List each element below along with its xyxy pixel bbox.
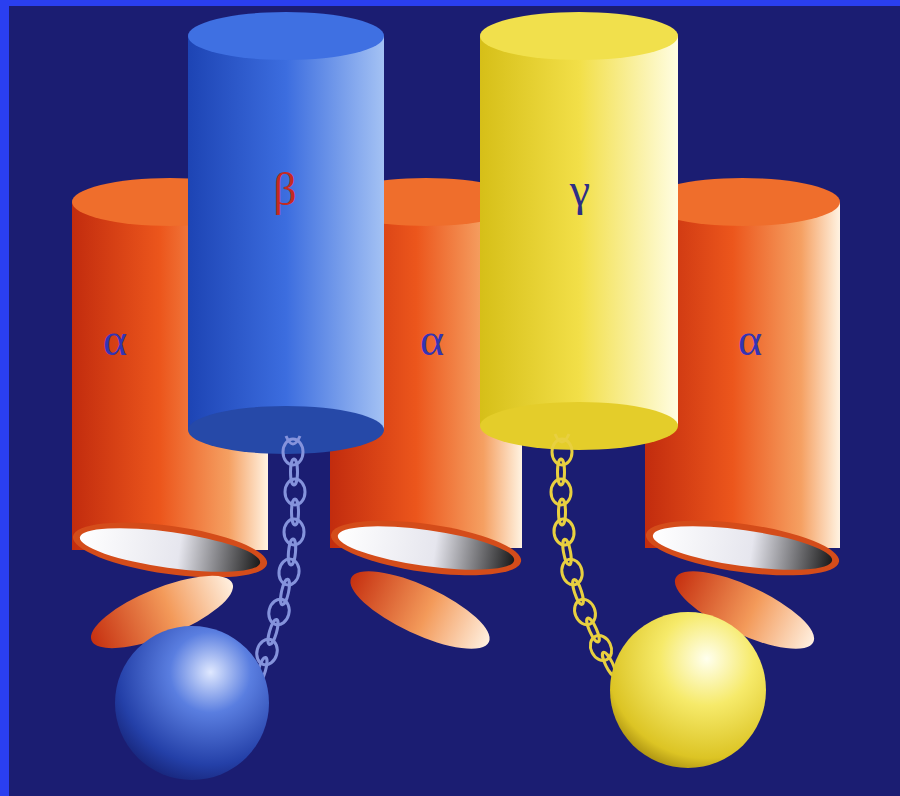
subunit-label: α: [738, 315, 762, 366]
channel-opening-rim: [70, 513, 271, 588]
channel-opening: [77, 520, 262, 581]
cylinder-body: [188, 36, 384, 430]
cylinder-bottom: [188, 406, 384, 454]
subunit-cylinder: γ: [480, 12, 678, 536]
chain-link: [285, 479, 305, 505]
cylinder-shape: [480, 12, 678, 536]
yellow-ball: [610, 612, 766, 768]
blue-chain: [254, 436, 305, 683]
cylinder-top: [188, 12, 384, 60]
channel-opening: [650, 518, 834, 579]
subunit-label: γ: [570, 165, 590, 216]
cylinder-top: [480, 12, 678, 60]
channel-opening-rim: [643, 511, 843, 586]
subunit-label: β: [273, 165, 296, 216]
channel-opening: [335, 518, 516, 578]
blue-ball: [115, 626, 269, 780]
gate-flap: [341, 556, 499, 664]
subunit-label: α: [420, 315, 444, 366]
chain-link: [558, 459, 565, 485]
cylinder-body: [480, 36, 678, 426]
subunit-label: α: [103, 315, 127, 366]
cylinder-bottom: [480, 402, 678, 450]
yellow-chain: [551, 434, 618, 677]
